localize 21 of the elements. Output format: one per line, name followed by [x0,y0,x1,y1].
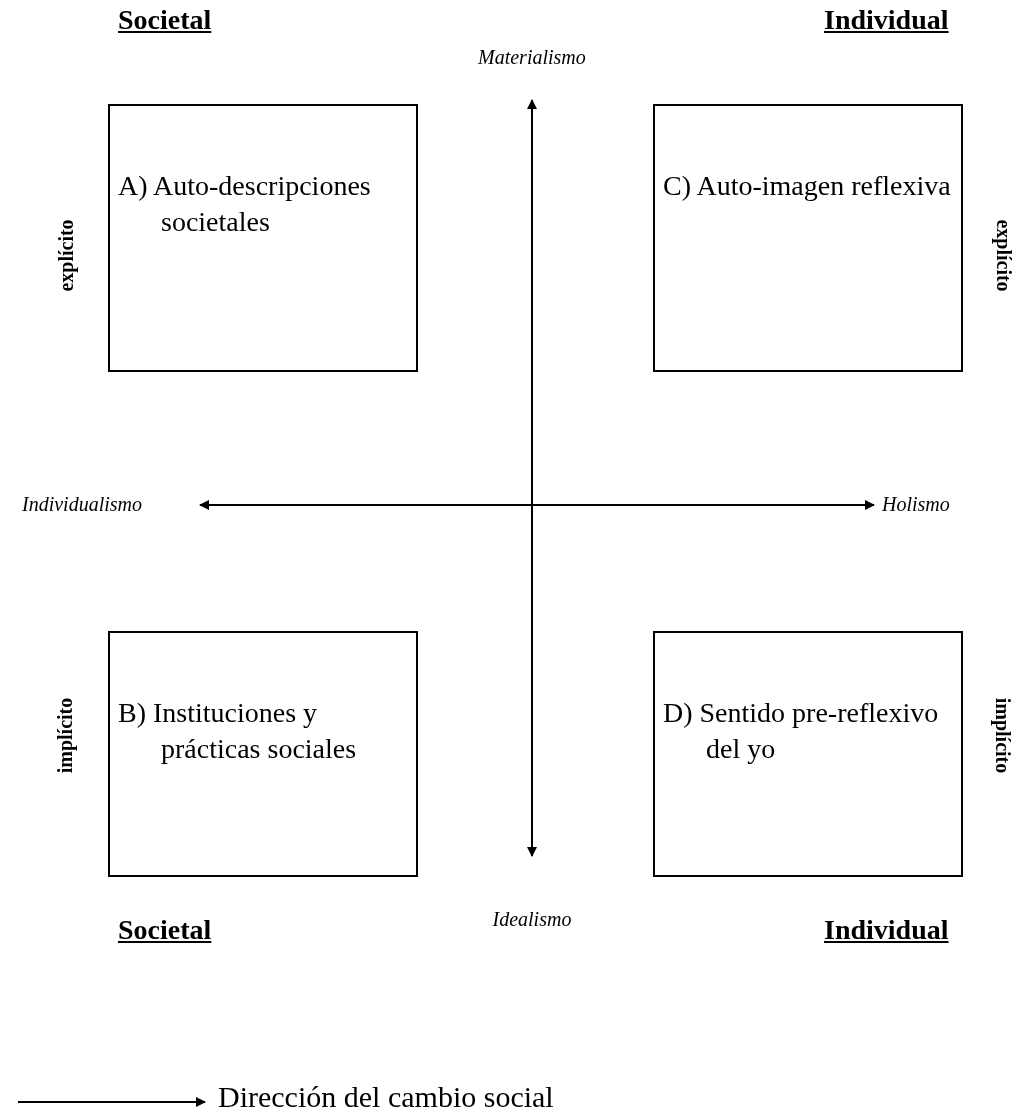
axis-label: Materialismo [478,46,586,69]
row-label: explícito [54,218,78,292]
axis-label: Idealismo [492,908,572,931]
quadrant-box [653,631,963,877]
quadrant-box [108,104,418,372]
row-label: implícito [54,697,78,773]
column-heading: Societal [118,4,212,36]
quadrant-text: A) Auto-descripciones societales [118,169,372,239]
column-heading: Individual [824,914,949,946]
quadrant-text: C) Auto-imagen reflexiva [663,169,952,203]
column-heading: Individual [824,4,949,36]
quadrant-text: D) Sentido pre-reflexivo del yo [663,696,940,766]
row-label: explícito [991,218,1015,292]
quadrant-text: B) Instituciones y prácticas sociales [118,696,358,766]
quadrant-box [653,104,963,372]
axis-label: Holismo [882,493,950,516]
legend-text: Dirección del cambio social [218,1080,554,1114]
row-label: implícito [991,697,1015,773]
column-heading: Societal [118,914,212,946]
quadrant-box [108,631,418,877]
axis-label: Individualismo [22,493,142,516]
